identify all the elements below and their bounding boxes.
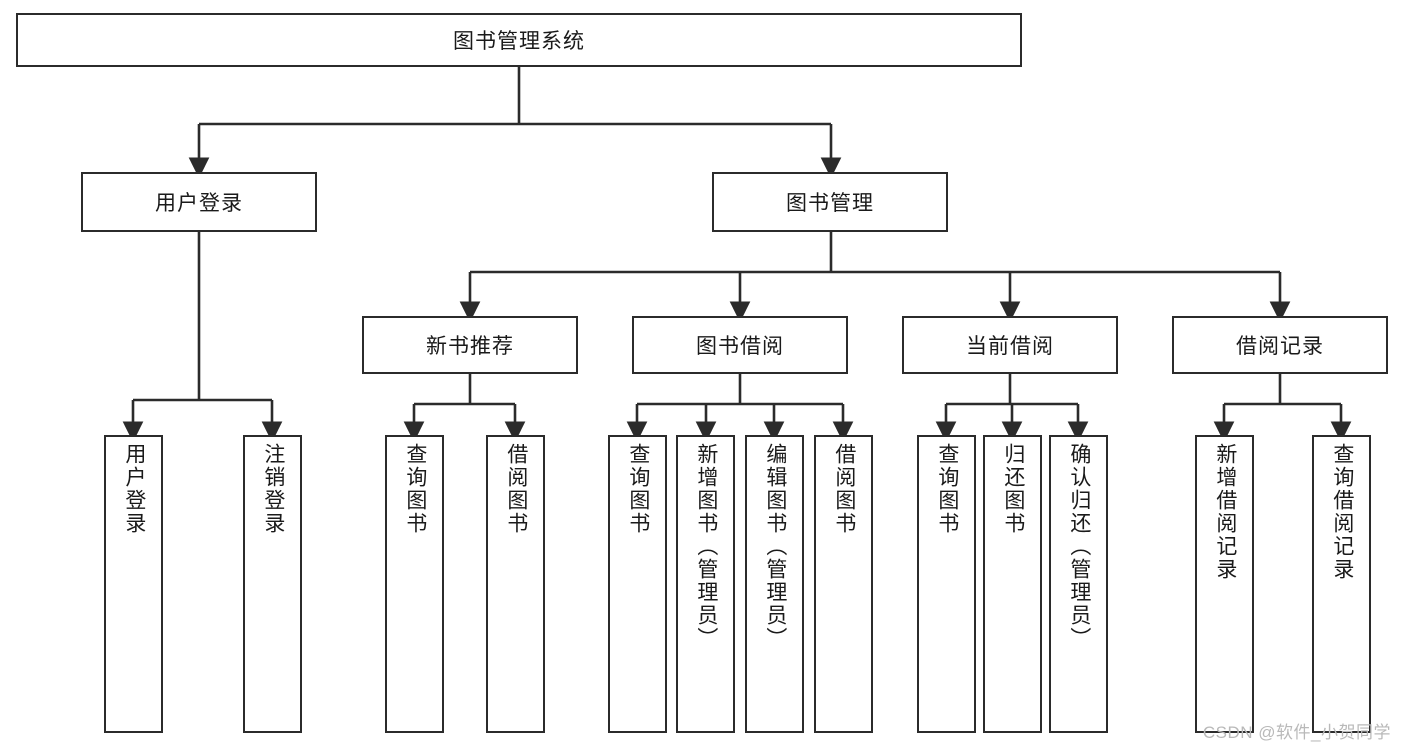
node-leaf-query-borrow-record-label: 查询借阅记录 <box>1330 443 1354 581</box>
node-root-label: 图书管理系统 <box>453 30 585 53</box>
node-user-login[interactable]: 用户登录 <box>81 172 317 232</box>
node-leaf-return-book-label: 归还图书 <box>1001 443 1025 535</box>
node-leaf-borrow-book-recommend-label: 借阅图书 <box>504 443 528 535</box>
node-leaf-edit-book-admin-label: 编辑图书（管理员） <box>763 443 787 650</box>
node-new-book-recommend[interactable]: 新书推荐 <box>362 316 578 374</box>
node-new-book-recommend-label: 新书推荐 <box>426 335 514 358</box>
node-book-management[interactable]: 图书管理 <box>712 172 948 232</box>
node-book-borrow[interactable]: 图书借阅 <box>632 316 848 374</box>
node-book-borrow-label: 图书借阅 <box>696 335 784 358</box>
node-leaf-add-book-admin-label: 新增图书（管理员） <box>694 443 718 650</box>
node-book-management-label: 图书管理 <box>786 192 874 215</box>
node-leaf-borrow-book-label: 借阅图书 <box>832 443 856 535</box>
node-leaf-query-book-borrow[interactable]: 查询图书 <box>608 435 667 733</box>
node-leaf-query-book-recommend[interactable]: 查询图书 <box>385 435 444 733</box>
node-current-borrow-label: 当前借阅 <box>966 335 1054 358</box>
node-leaf-edit-book-admin[interactable]: 编辑图书（管理员） <box>745 435 804 733</box>
node-borrow-record[interactable]: 借阅记录 <box>1172 316 1388 374</box>
node-leaf-add-borrow-record[interactable]: 新增借阅记录 <box>1195 435 1254 733</box>
node-user-login-label: 用户登录 <box>155 192 243 215</box>
node-leaf-query-book-recommend-label: 查询图书 <box>403 443 427 535</box>
node-leaf-add-borrow-record-label: 新增借阅记录 <box>1213 443 1237 581</box>
node-leaf-return-book[interactable]: 归还图书 <box>983 435 1042 733</box>
node-leaf-borrow-book[interactable]: 借阅图书 <box>814 435 873 733</box>
node-leaf-user-login[interactable]: 用户登录 <box>104 435 163 733</box>
node-leaf-query-book-current[interactable]: 查询图书 <box>917 435 976 733</box>
node-leaf-query-book-borrow-label: 查询图书 <box>626 443 650 535</box>
watermark: CSDN @软件_小贺同学 <box>1202 723 1391 742</box>
node-current-borrow[interactable]: 当前借阅 <box>902 316 1118 374</box>
node-leaf-query-borrow-record[interactable]: 查询借阅记录 <box>1312 435 1371 733</box>
node-leaf-logout-login[interactable]: 注销登录 <box>243 435 302 733</box>
node-leaf-confirm-return-admin[interactable]: 确认归还（管理员） <box>1049 435 1108 733</box>
node-leaf-query-book-current-label: 查询图书 <box>935 443 959 535</box>
node-leaf-logout-login-label: 注销登录 <box>261 443 285 535</box>
node-leaf-user-login-label: 用户登录 <box>122 443 146 535</box>
node-leaf-borrow-book-recommend[interactable]: 借阅图书 <box>486 435 545 733</box>
node-root[interactable]: 图书管理系统 <box>16 13 1022 67</box>
node-borrow-record-label: 借阅记录 <box>1236 335 1324 358</box>
node-leaf-add-book-admin[interactable]: 新增图书（管理员） <box>676 435 735 733</box>
node-leaf-confirm-return-admin-label: 确认归还（管理员） <box>1067 443 1091 650</box>
